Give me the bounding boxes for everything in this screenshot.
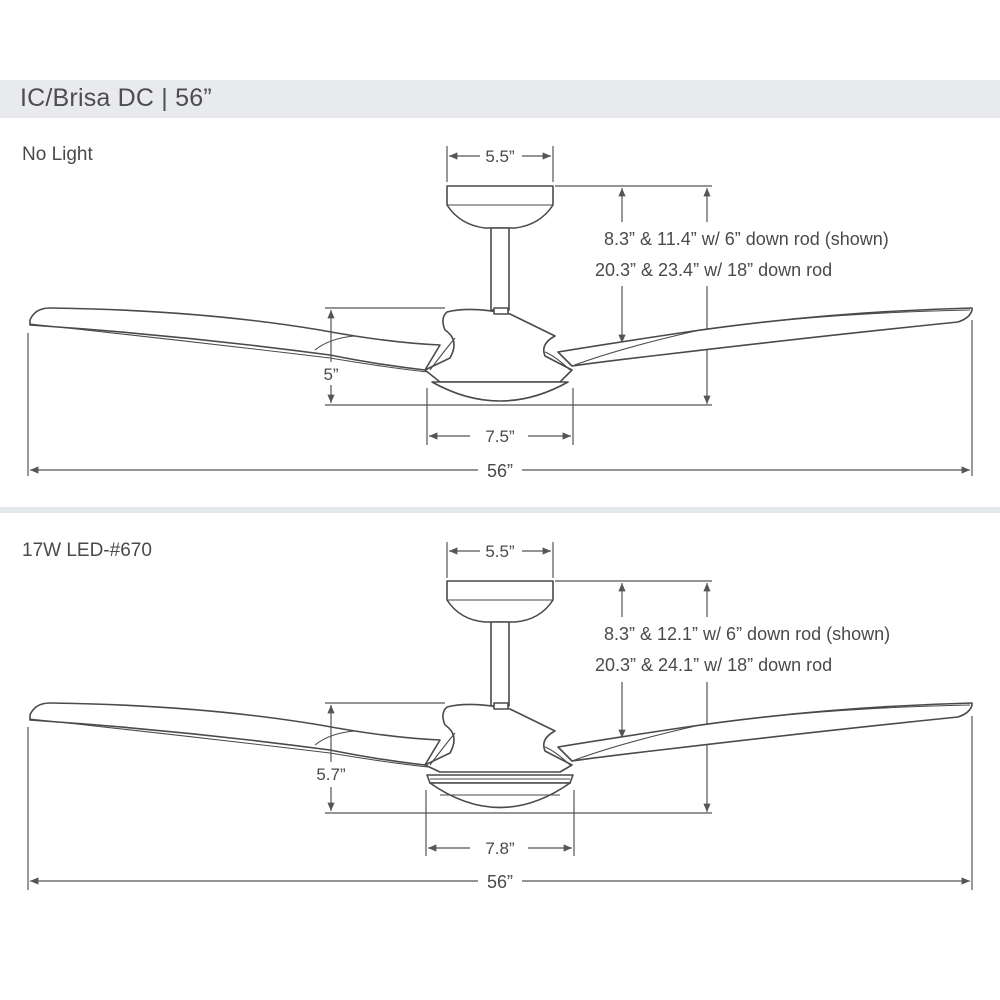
- title-bar: IC/Brisa DC | 56”: [0, 80, 1000, 118]
- blade-span-label: 56”: [487, 872, 513, 892]
- body-height-dimension: 5.7”: [316, 702, 712, 814]
- housing-width-label: 7.5”: [485, 427, 515, 446]
- housing-width-dimension: 7.8”: [425, 790, 575, 858]
- housing-width-label: 7.8”: [485, 839, 515, 858]
- body-height-label: 5”: [323, 365, 338, 384]
- motor-housing: [424, 307, 573, 402]
- left-blade: [29, 307, 441, 373]
- page-title: IC/Brisa DC | 56”: [20, 84, 212, 112]
- canopy-width-label: 5.5”: [485, 542, 515, 561]
- led-light-kit: [426, 774, 574, 809]
- body-height-dimension: 5”: [323, 307, 712, 406]
- body-height-label: 5.7”: [316, 765, 346, 784]
- height-line-2: 20.3” & 23.4” w/ 18” down rod: [595, 260, 832, 280]
- canopy: [446, 185, 554, 229]
- section-label-led: 17W LED-#670: [22, 540, 152, 561]
- section-label-no-light: No Light: [22, 144, 93, 165]
- canopy-width-dimension: 5.5”: [446, 542, 554, 578]
- right-blade: [557, 702, 973, 762]
- right-blade: [557, 307, 973, 367]
- canopy: [446, 580, 554, 623]
- left-blade: [29, 702, 441, 768]
- blade-span-label: 56”: [487, 461, 513, 481]
- blade-span-dimension: 56”: [27, 320, 973, 481]
- fan-diagram-no-light: 5.5” 8.3” & 11.4” w/ 6” down rod (shown)…: [27, 146, 973, 481]
- motor-housing: [424, 702, 573, 773]
- height-line-2: 20.3” & 24.1” w/ 18” down rod: [595, 655, 832, 675]
- canopy-width-dimension: 5.5”: [446, 146, 554, 182]
- height-line-1: 8.3” & 11.4” w/ 6” down rod (shown): [604, 229, 889, 249]
- down-rod: [490, 621, 510, 707]
- housing-width-dimension: 7.5”: [426, 388, 574, 446]
- canopy-width-label: 5.5”: [485, 147, 515, 166]
- height-line-1: 8.3” & 12.1” w/ 6” down rod (shown): [604, 624, 890, 644]
- section-divider: [0, 507, 1000, 513]
- fan-diagram-led: 5.5” 8.3” & 12.1” w/ 6” down rod (shown)…: [27, 542, 973, 892]
- down-rod: [490, 227, 510, 311]
- blade-span-dimension: 56”: [27, 716, 973, 892]
